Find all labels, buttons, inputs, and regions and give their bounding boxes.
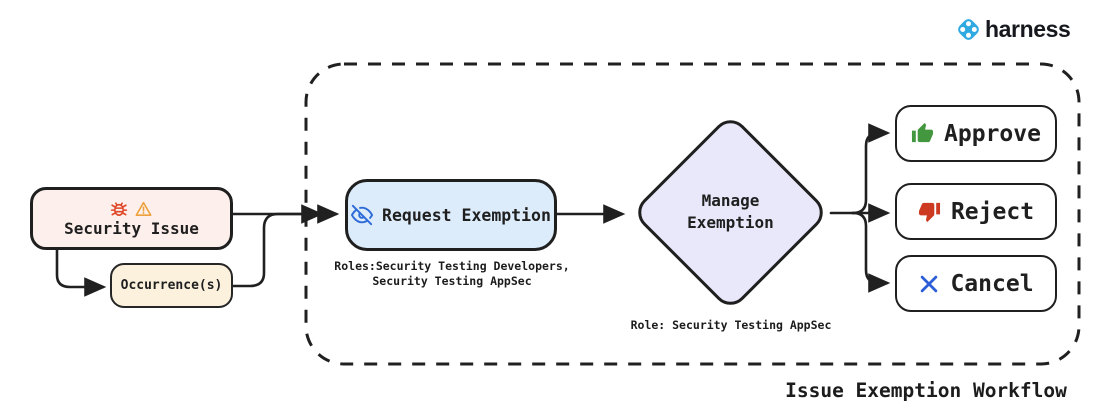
warning-icon	[135, 201, 152, 216]
thumbs-up-icon	[911, 122, 934, 143]
manage-exemption-label-line2: Exemption	[687, 213, 774, 233]
roles-caption-line2: Security Testing AppSec	[372, 274, 532, 289]
arrow-security-to-occurrences	[55, 248, 107, 297]
node-approve: Approve	[895, 105, 1057, 162]
x-icon	[921, 275, 938, 292]
occurrences-label: Occurrence(s)	[120, 278, 223, 293]
security-issue-label: Security Issue	[64, 218, 199, 238]
thumbs-down-icon	[918, 202, 940, 223]
approve-label: Approve	[944, 120, 1041, 147]
harness-logo-icon	[958, 19, 979, 40]
arrow-occurrences-to-request	[231, 204, 324, 288]
eye-off-icon	[351, 204, 374, 226]
manage-exemption-role-caption: Role: Security Testing AppSec	[630, 318, 832, 332]
node-security-issue: Security Issue	[30, 187, 233, 250]
security-issue-icons	[110, 200, 153, 218]
node-occurrences: Occurrence(s)	[110, 263, 233, 308]
request-exemption-label: Request Exemption	[382, 205, 551, 225]
manage-exemption-label-line1: Manage	[701, 191, 760, 211]
cancel-label: Cancel	[950, 270, 1034, 297]
arrow-manage-to-approve	[851, 123, 891, 215]
arrow-manage-to-cancel	[851, 211, 891, 293]
harness-logo-text: harness	[985, 16, 1071, 42]
bug-icon	[110, 201, 128, 216]
workflow-title: Issue Exemption Workflow	[785, 379, 1067, 402]
manage-exemption-label: Manage Exemption	[687, 190, 774, 235]
node-reject: Reject	[895, 183, 1057, 240]
node-request-exemption: Request Exemption	[345, 179, 557, 251]
node-cancel: Cancel	[895, 255, 1057, 312]
roles-caption-line1: Roles:Security Testing Developers,	[334, 259, 570, 273]
request-exemption-roles-caption: Roles:Security Testing Developers, Secur…	[322, 259, 582, 289]
harness-logo: harness	[954, 15, 1071, 44]
reject-label: Reject	[950, 198, 1035, 225]
